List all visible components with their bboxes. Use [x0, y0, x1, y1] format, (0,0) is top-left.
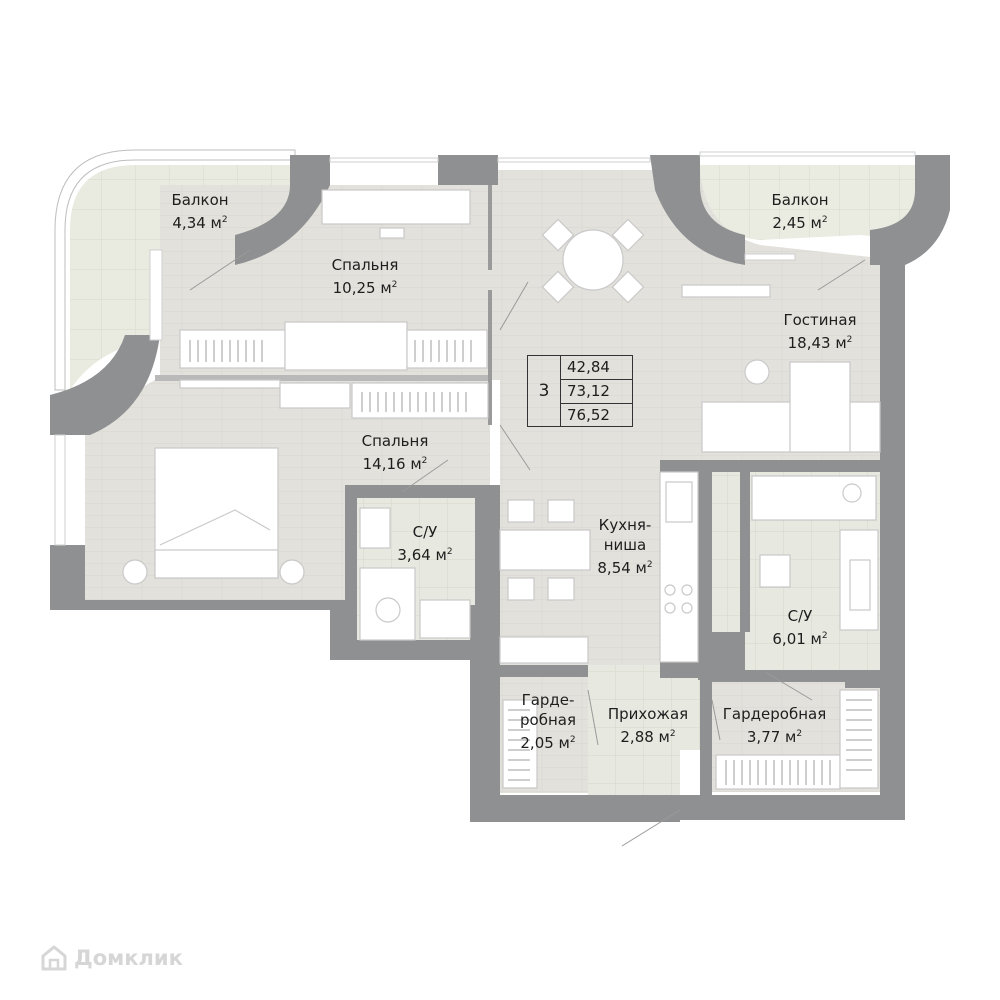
- room-bedroom-1: Спальня 10,25 м2: [331, 256, 399, 297]
- room-living: Гостиная 18,43 м2: [783, 311, 857, 352]
- room-balcony-left: Балкон 4,34 м2: [171, 191, 229, 232]
- balcony-right-rail: [744, 253, 796, 261]
- hall-floor: [588, 665, 710, 795]
- house-logo-icon: [41, 945, 67, 971]
- room-hall: Прихожая 2,88 м2: [607, 705, 689, 746]
- balcony-left-rail: [149, 249, 163, 341]
- total-area-value: 73,12: [561, 380, 632, 404]
- balcony-right-floor: [700, 165, 915, 240]
- door-swings: [189, 249, 866, 847]
- room-balcony-right: Балкон 2,45 м2: [771, 191, 829, 232]
- hanger-marks: [189, 340, 872, 785]
- rooms-count: 3: [528, 356, 561, 426]
- area-summary-table: 3 42,84 73,12 76,52: [527, 355, 633, 427]
- room-bedroom-2: Спальня 14,16 м2: [361, 432, 429, 473]
- living-area-value: 42,84: [561, 356, 632, 380]
- furniture: [122, 189, 881, 790]
- room-bath-small: С/У 3,64 м2: [397, 523, 453, 564]
- brand-name: Домклик: [74, 946, 183, 970]
- room-kitchen: Кухня- ниша 8,54 м2: [597, 516, 653, 577]
- room-bath-large: С/У 6,01 м2: [772, 607, 828, 648]
- total-with-balcony-value: 76,52: [567, 406, 610, 424]
- room-wardrobe-small: Гарде- робная 2,05 м2: [520, 691, 576, 752]
- room-wardrobe-large: Гардеробная 3,77 м2: [722, 705, 827, 746]
- walls: [50, 149, 950, 822]
- brand-watermark: Домклик: [40, 942, 183, 974]
